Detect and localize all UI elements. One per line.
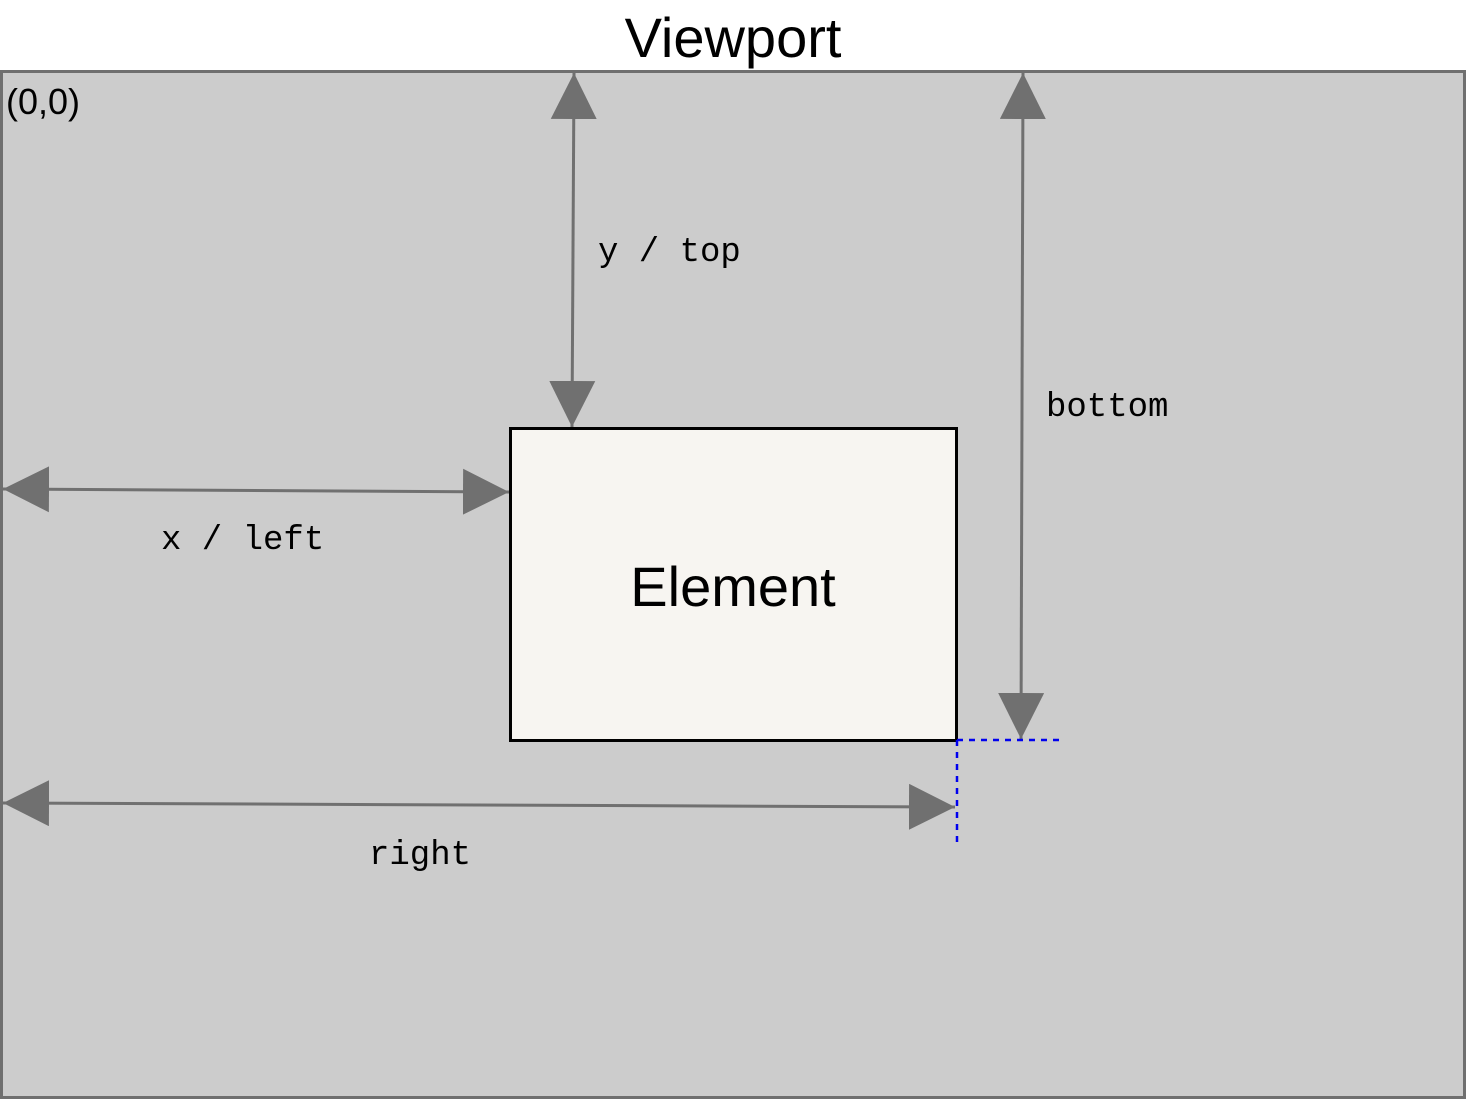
right-arrow <box>2 780 956 830</box>
bottom-label: bottom <box>1046 389 1168 427</box>
origin-label: (0,0) <box>6 81 80 122</box>
top-label: y / top <box>598 234 741 272</box>
right-label: right <box>369 837 471 875</box>
left-arrow <box>2 466 510 515</box>
element-label: Element <box>630 555 836 618</box>
bottom-arrow <box>998 72 1046 740</box>
top-arrow <box>549 72 597 428</box>
element-box <box>509 427 958 742</box>
diagram-title: Viewport <box>625 6 842 69</box>
left-label: x / left <box>161 522 324 560</box>
